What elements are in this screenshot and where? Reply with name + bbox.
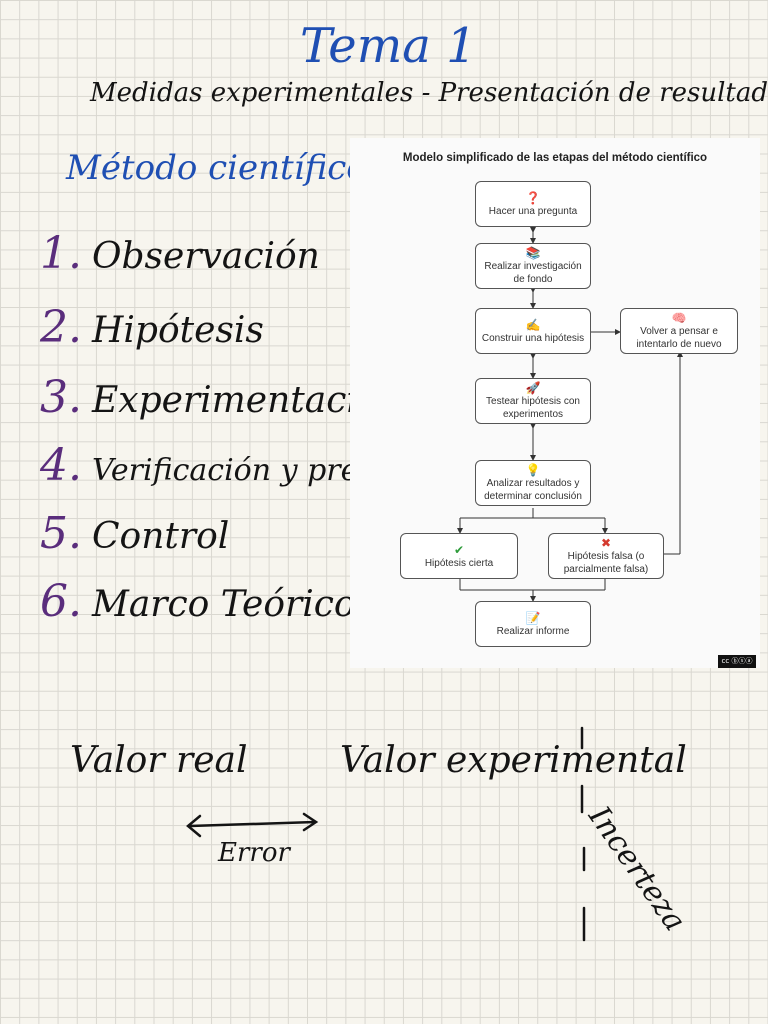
brain-icon: 🧠 <box>671 311 687 325</box>
node-hipotesis-falsa: ✖ Hipótesis falsa (o parcialmente falsa) <box>548 533 664 579</box>
error-arrow-right-head <box>302 812 319 832</box>
lightbulb-icon: 💡 <box>525 463 541 477</box>
books-icon: 📚 <box>525 246 541 260</box>
error-arrow-left-head <box>186 814 202 838</box>
step-number: 1. <box>40 228 82 279</box>
step-6: 6.Marco Teórico <box>40 576 356 627</box>
valor-experimental-label: Valor experimental <box>340 740 687 781</box>
node-label: Volver a pensar e intentarlo de nuevo <box>636 326 722 350</box>
step-1: 1.Observación <box>40 228 320 279</box>
step-2: 2.Hipótesis <box>40 302 264 353</box>
step-text: Marco Teórico <box>91 584 356 625</box>
error-arrow-line <box>188 820 317 828</box>
step-number: 4. <box>40 440 82 491</box>
license-badge: cc ⓑⓢⓐ <box>718 655 756 668</box>
step-number: 2. <box>40 302 82 353</box>
page-title: Tema 1 <box>300 18 477 74</box>
step-number: 5. <box>40 508 82 559</box>
valor-real-label: Valor real <box>70 740 248 781</box>
node-testear-hipotesis: 🚀 Testear hipótesis con experimentos <box>475 378 591 424</box>
node-label: Construir una hipótesis <box>481 332 585 344</box>
step-text: Control <box>91 516 230 557</box>
node-label: Hipótesis cierta <box>424 557 494 569</box>
node-hacer-pregunta: ❓ Hacer una pregunta <box>475 181 591 227</box>
node-realizar-informe: 📝 Realizar informe <box>475 601 591 647</box>
node-label: Analizar resultados y determinar conclus… <box>484 478 582 502</box>
node-label: Testear hipótesis con experimentos <box>486 396 580 420</box>
step-5: 5.Control <box>40 508 229 559</box>
node-hipotesis-cierta: ✔ Hipótesis cierta <box>400 533 518 579</box>
node-construir-hipotesis: ✍ Construir una hipótesis <box>475 308 591 354</box>
node-label: Realizar investigación de fondo <box>484 261 582 285</box>
method-heading: Método científico: <box>66 148 379 188</box>
step-number: 6. <box>40 576 82 627</box>
step-text: Hipótesis <box>91 310 264 351</box>
writing-hand-icon: ✍ <box>525 317 541 332</box>
memo-icon: 📝 <box>525 610 541 625</box>
question-mark-icon: ❓ <box>525 190 541 205</box>
page-subtitle: Medidas experimentales - Presentación de… <box>90 78 768 108</box>
node-label: Hacer una pregunta <box>488 205 578 217</box>
rocket-icon: 🚀 <box>525 381 541 395</box>
flowchart-title: Modelo simplificado de las etapas del mé… <box>402 152 708 164</box>
flowchart-connectors <box>457 227 683 602</box>
step-text: Observación <box>91 236 320 277</box>
check-icon: ✔ <box>453 542 465 557</box>
node-investigacion: 📚 Realizar investigación de fondo <box>475 243 591 289</box>
node-volver-a-pensar: 🧠 Volver a pensar e intentarlo de nuevo <box>620 308 738 354</box>
error-label: Error <box>218 838 290 868</box>
node-label: Hipótesis falsa (o parcialmente falsa) <box>563 551 649 575</box>
step-number: 3. <box>40 372 82 423</box>
node-label: Realizar informe <box>496 625 570 637</box>
cross-icon: ✖ <box>600 536 612 550</box>
node-analizar-resultados: 💡 Analizar resultados y determinar concl… <box>475 460 591 506</box>
flowchart-panel: Modelo simplificado de las etapas del mé… <box>350 138 760 668</box>
